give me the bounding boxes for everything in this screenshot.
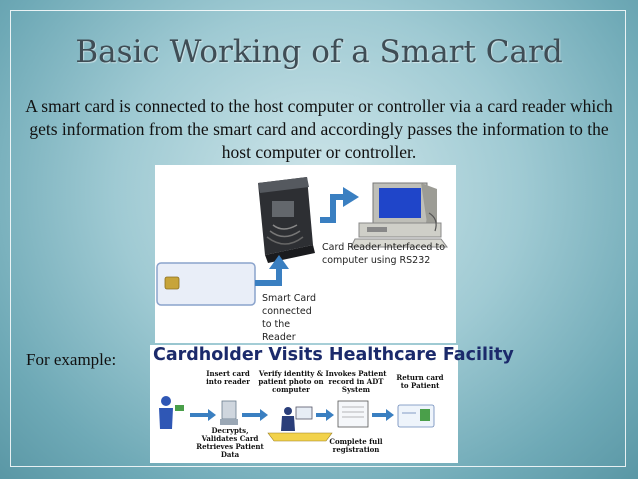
flow-step-line: Data xyxy=(220,450,240,459)
flow-step-line: System xyxy=(341,385,371,394)
flow-step-line: Decrypts, xyxy=(211,426,249,435)
healthcare-flow-figure: Cardholder Visits Healthcare Facility xyxy=(150,345,514,463)
flow-step-line: record in ADT xyxy=(328,377,384,386)
flow-step-verify-identity: Verify identity & patient photo on compu… xyxy=(254,370,328,394)
healthcare-flow-illustration xyxy=(159,396,435,442)
flow-title: Cardholder Visits Healthcare Facility xyxy=(153,345,514,365)
flow-arrows xyxy=(190,409,394,421)
flow-step-line: to Patient xyxy=(400,381,440,390)
slide-frame xyxy=(10,10,626,467)
flow-step-invoke-record: Invokes Patient record in ADT System xyxy=(324,370,388,394)
example-label: For example: xyxy=(26,350,117,369)
smart-card-icon xyxy=(156,262,256,306)
flow-step-line: Complete full xyxy=(329,437,383,446)
flow-step-decrypt-validate: Decrypts, Validates Card Retrieves Patie… xyxy=(194,427,266,459)
flow-step-line: Retrieves Patient xyxy=(196,442,264,451)
flow-step-line: Return card xyxy=(396,373,444,382)
flow-step-line: into reader xyxy=(206,377,250,386)
flow-step-line: Verify identity & xyxy=(258,369,324,378)
reader-label-line: Card Reader Interfaced to xyxy=(322,242,446,253)
cardholder-icon xyxy=(159,396,184,429)
smart-card-reader-illustration xyxy=(156,177,448,306)
reader-label-line: computer using RS232 xyxy=(322,255,431,266)
card-label: Smart Card connected to the Reader xyxy=(262,292,316,344)
card-label-line: Smart Card xyxy=(262,293,316,304)
card-label-line: connected xyxy=(262,306,312,317)
card-label-line: to the xyxy=(262,319,291,330)
flow-step-line: registration xyxy=(332,445,380,454)
smart-card-reader-figure: Card Reader Interfaced to computer using… xyxy=(155,165,456,343)
flow-step-line: patient photo on xyxy=(258,377,324,386)
flow-step-line: Insert card xyxy=(206,369,250,378)
computer-icon xyxy=(350,182,448,248)
adt-screen-icon xyxy=(337,400,369,428)
flow-step-insert-card: Insert card into reader xyxy=(202,370,254,386)
flow-step-return-card: Return card to Patient xyxy=(392,374,448,390)
flow-step-line: Validates Card xyxy=(201,434,259,443)
flow-step-line: computer xyxy=(272,385,310,394)
slide-body-text: A smart card is connected to the host co… xyxy=(25,96,613,162)
card-reader-icon xyxy=(258,177,315,263)
returned-card-icon xyxy=(397,404,435,428)
card-label-line: Reader xyxy=(262,332,296,343)
flow-step-line: Invokes Patient xyxy=(325,369,387,378)
arrow-card-to-reader xyxy=(255,255,289,286)
clerk-at-computer-icon xyxy=(267,406,333,442)
reader-label: Card Reader Interfaced to computer using… xyxy=(322,241,445,267)
slide-title: Basic Working of a Smart Card xyxy=(75,34,563,70)
reader-device-icon xyxy=(220,400,238,425)
flow-step-complete-registration: Complete full registration xyxy=(324,438,388,454)
arrow-reader-to-computer xyxy=(320,187,359,223)
